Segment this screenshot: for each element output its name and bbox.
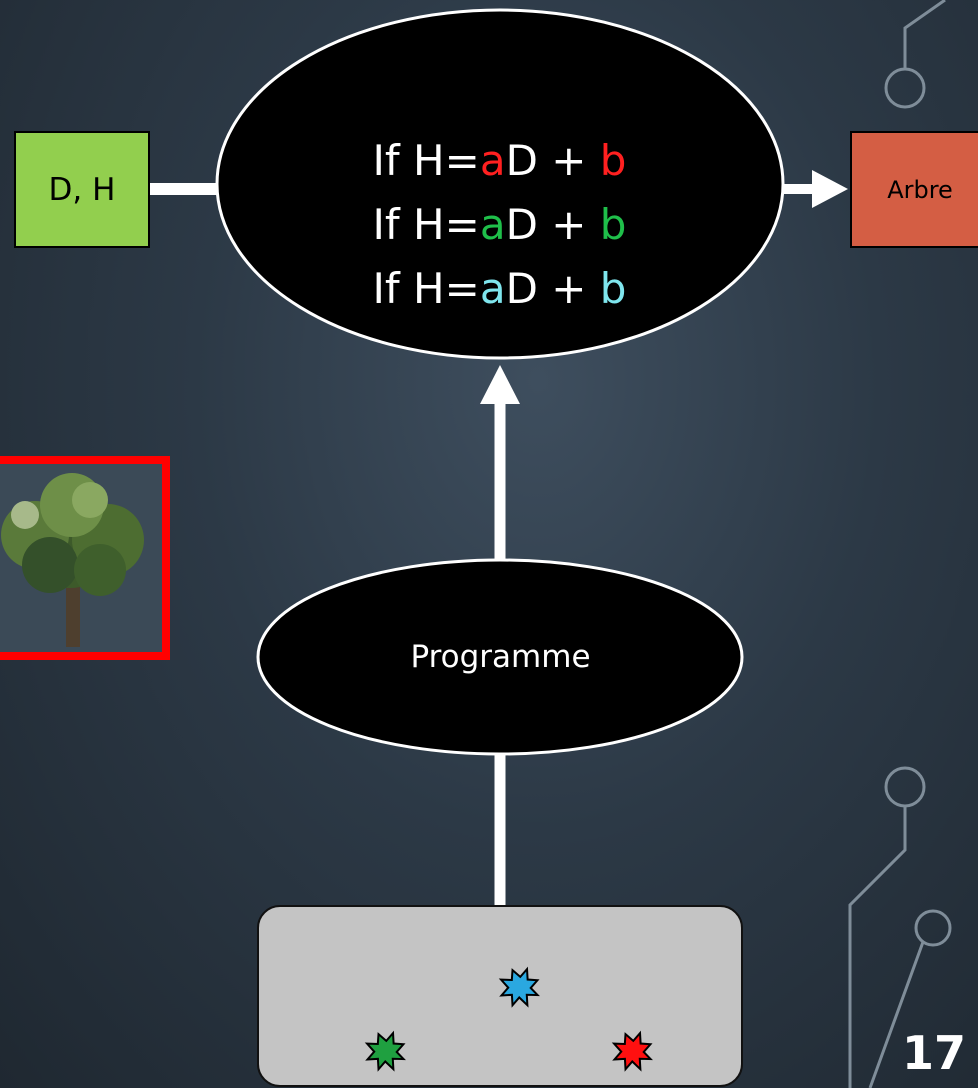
output-arrow-head [812,170,848,208]
input-variables-box: D, H [14,131,150,248]
coefficient-a: a [479,200,506,249]
equation-line: If H=aD + b [373,129,627,193]
tree-image [0,456,170,660]
program-to-model-arrowhead [480,365,520,404]
output-box: Arbre [850,131,978,248]
equation-prefix: If H= [372,264,480,313]
equation-line: If H=aD + b [373,193,627,257]
data-marker-blue [498,966,540,1008]
coefficient-a: a [479,264,506,313]
equation-prefix: If H= [372,200,480,249]
equation-prefix: If H= [372,136,480,185]
program-node: Programme [259,560,742,754]
coefficient-a: a [479,136,506,185]
program-ellipse [256,558,744,756]
output-label: Arbre [887,175,953,204]
model-equations: If H=aD + b If H=aD + b If H=aD + b [217,95,782,355]
program-label: Programme [410,639,591,675]
coefficient-b: b [599,200,627,249]
circuit-decoration-top [884,0,946,109]
data-marker-red [611,1030,653,1072]
data-marker-green [364,1030,406,1072]
circuit-decoration-bottom [848,766,952,1088]
input-variables-label: D, H [48,171,116,208]
equation-middle: D + [505,136,600,185]
equation-line: If H=aD + b [373,257,627,321]
model-ellipse [215,8,785,360]
coefficient-b: b [599,264,627,313]
page-number: 17 [901,1026,966,1080]
equation-middle: D + [505,200,600,249]
coefficient-b: b [599,136,627,185]
equation-middle: D + [505,264,600,313]
